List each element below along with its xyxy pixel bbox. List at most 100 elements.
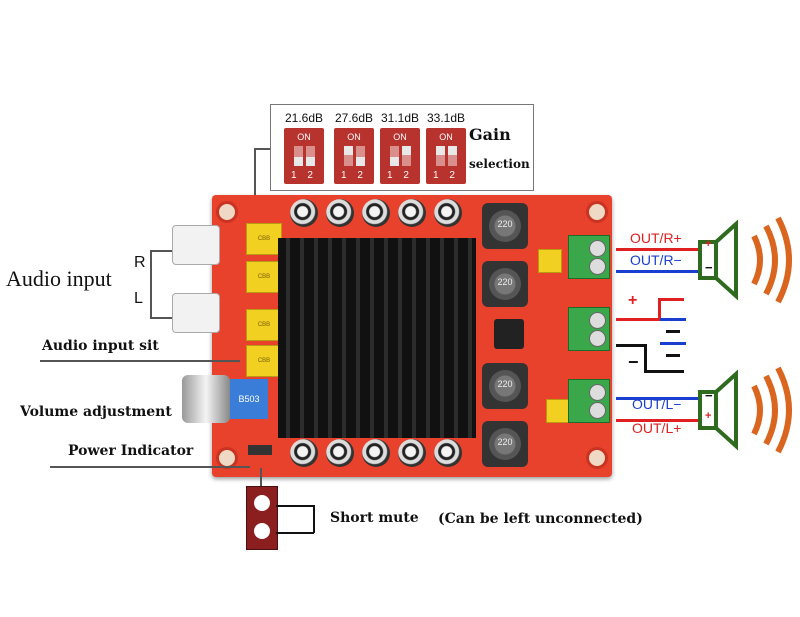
channel-r-label: R — [134, 254, 146, 271]
inductor: 220 — [482, 261, 528, 307]
short-mute-jumper[interactable] — [246, 486, 278, 550]
inductor: 220 — [482, 363, 528, 409]
dip-on-label: ON — [347, 132, 361, 142]
film-capacitor: CBB — [246, 261, 282, 293]
inductor-label: 220 — [497, 277, 513, 287]
gain-setting-1: 21.6dB — [284, 111, 324, 125]
potentiometer: B503 — [230, 379, 268, 419]
dip-numbers: 1 2 — [341, 170, 367, 181]
wire-power-pos — [658, 300, 661, 321]
dip-switch-4[interactable]: 33.1dB ON 1 2 — [423, 111, 469, 184]
terminal-power[interactable] — [568, 307, 610, 351]
wire-power-neg — [616, 344, 646, 347]
speaker-left-icon — [698, 366, 792, 454]
wire-out-l-pos — [616, 419, 698, 422]
wire-out-l-neg — [616, 397, 698, 400]
film-capacitor: CBB — [246, 309, 282, 341]
power-minus-label: − — [628, 352, 639, 372]
battery-plate — [666, 330, 680, 333]
wire-out-r-pos — [616, 248, 698, 251]
speaker-left-plus: + — [705, 410, 712, 422]
audio-input-label: Audio input — [6, 266, 112, 291]
battery-plate — [660, 318, 686, 321]
wire-out-r-neg — [616, 270, 698, 273]
dip-on-label: ON — [439, 132, 453, 142]
power-indicator-label: Power Indicator — [68, 443, 194, 459]
speaker-right-minus: − — [705, 260, 713, 275]
speaker-right-icon — [698, 216, 792, 304]
wire-power-pos — [658, 298, 684, 301]
out-r-pos-label: OUT/R+ — [630, 230, 682, 246]
small-capacitor — [538, 249, 562, 273]
battery-plate — [666, 354, 680, 357]
heatsink — [278, 238, 476, 438]
dip-on-label: ON — [393, 132, 407, 142]
dip-switch-2[interactable]: 27.6dB ON 1 2 — [331, 111, 377, 184]
gain-subtitle: selection — [469, 157, 530, 171]
dip-numbers: 1 2 — [291, 170, 317, 181]
electrolytic-capacitor — [398, 199, 426, 227]
mounting-hole — [586, 447, 608, 469]
short-mute-label: Short mute — [330, 510, 419, 526]
gain-selection-panel: 21.6dB ON 1 2 27.6dB ON 1 2 31.1dB ON 1 … — [270, 104, 534, 191]
speaker-left-minus: − — [705, 388, 713, 403]
dip-switch-1[interactable]: 21.6dB ON 1 2 — [281, 111, 327, 184]
electrolytic-capacitor — [290, 439, 318, 467]
mounting-hole — [586, 201, 608, 223]
inductor-label: 220 — [497, 219, 513, 229]
audio-input-sit-label: Audio input sit — [42, 338, 159, 354]
gain-setting-4: 33.1dB — [426, 111, 466, 125]
dip-on-label: ON — [297, 132, 311, 142]
electrolytic-capacitor — [362, 199, 390, 227]
electrolytic-capacitor — [398, 439, 426, 467]
gain-setting-3: 31.1dB — [380, 111, 420, 125]
small-capacitor — [546, 399, 570, 423]
film-capacitor: CBB — [246, 223, 282, 255]
audio-input-sit-line — [40, 360, 240, 362]
mute-short-wire — [276, 532, 314, 534]
out-r-neg-label: OUT/R− — [630, 252, 682, 268]
wire-power-pos — [616, 318, 660, 321]
out-l-neg-label: OUT/L− — [632, 396, 682, 412]
mute-callout-line — [260, 468, 262, 486]
out-l-pos-label: OUT/L+ — [632, 420, 682, 436]
electrolytic-capacitor — [434, 199, 462, 227]
audio-input-bracket — [150, 250, 152, 318]
power-indicator-line — [50, 466, 250, 468]
dip-numbers: 1 2 — [433, 170, 459, 181]
inductor: 220 — [482, 421, 528, 467]
mute-short-wire — [313, 505, 315, 533]
mute-short-wire — [276, 505, 314, 507]
electrolytic-capacitor — [326, 199, 354, 227]
dip-numbers: 1 2 — [387, 170, 413, 181]
inductor-label: 220 — [497, 379, 513, 389]
rca-jack-right[interactable] — [172, 225, 220, 265]
electrolytic-capacitor — [434, 439, 462, 467]
audio-input-bracket — [150, 317, 172, 319]
mounting-hole — [216, 447, 238, 469]
audio-input-bracket — [150, 250, 172, 252]
gain-callout-line — [254, 148, 270, 150]
speaker-right-plus: + — [705, 238, 712, 250]
battery-plate — [660, 342, 686, 345]
electrolytic-capacitor — [362, 439, 390, 467]
power-plus-label: + — [628, 292, 638, 309]
terminal-left-speaker[interactable] — [568, 379, 610, 423]
mute-header[interactable] — [248, 445, 272, 455]
mounting-hole — [216, 201, 238, 223]
terminal-right-speaker[interactable] — [568, 235, 610, 279]
film-capacitor: CBB — [246, 345, 282, 377]
short-mute-note: (Can be left unconnected) — [438, 511, 643, 527]
rca-jack-left[interactable] — [172, 293, 220, 333]
dip-switch-3[interactable]: 31.1dB ON 1 2 — [377, 111, 423, 184]
inductor-label: 220 — [497, 437, 513, 447]
regulator-chip — [494, 319, 524, 349]
inductor: 220 — [482, 203, 528, 249]
channel-l-label: L — [134, 290, 143, 307]
gain-title: Gain — [469, 125, 511, 144]
wire-power-neg — [644, 344, 647, 372]
volume-adjustment-label: Volume adjustment — [20, 404, 172, 420]
volume-knob[interactable] — [182, 375, 230, 423]
electrolytic-capacitor — [326, 439, 354, 467]
wire-power-neg — [644, 370, 684, 373]
